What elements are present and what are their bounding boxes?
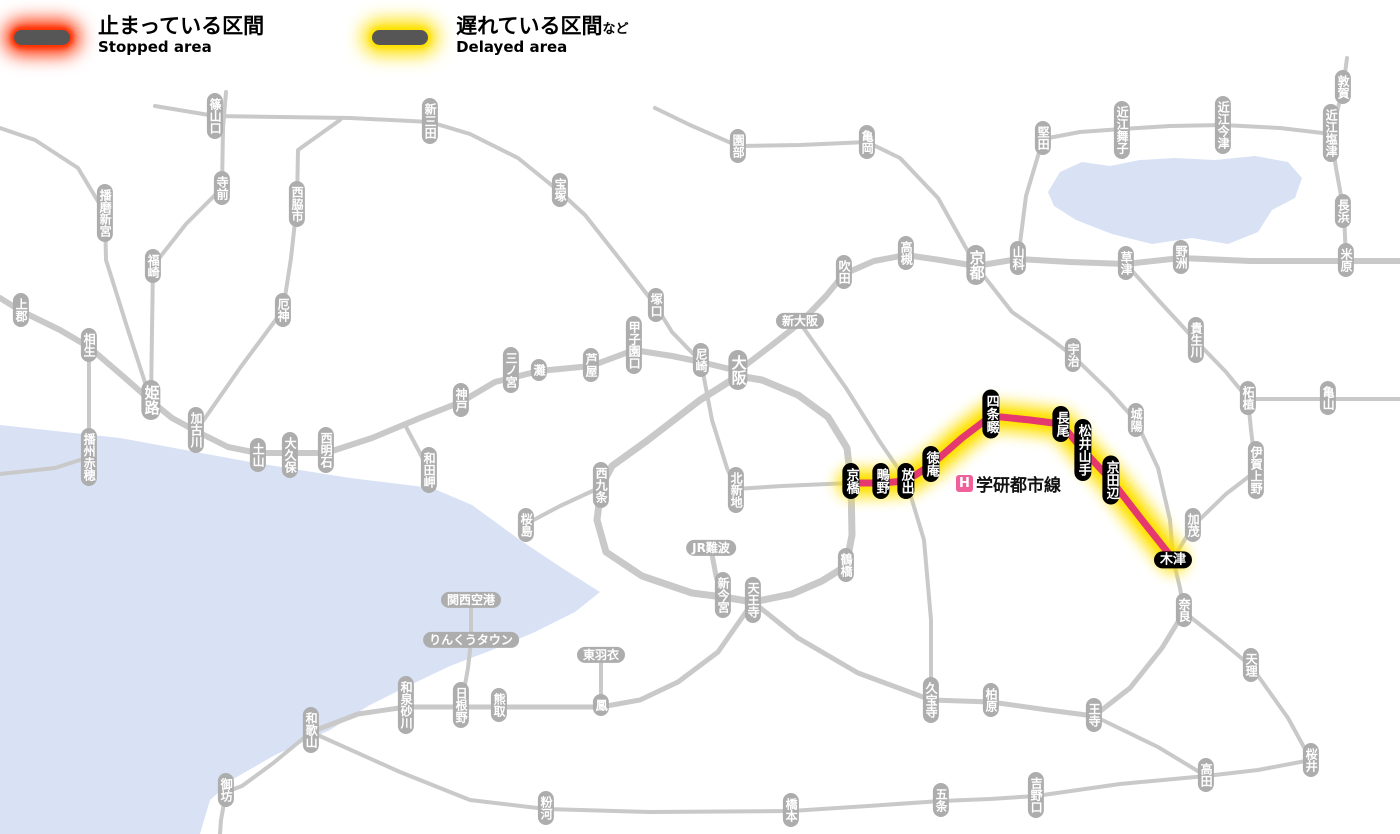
rail-line-kishin [0,126,153,403]
legend-stopped-sublabel: Stopped area [98,38,212,57]
rail-line-sagano [653,106,978,268]
water-lake-biwa [1048,156,1302,244]
rail-line-wakayama [309,714,1208,814]
rail-line-osaka-higashi [798,321,933,702]
legend: 止まっている区間 Stopped area 遅れている区間など Delayed … [14,14,629,56]
stopped-area-swatch [14,30,70,45]
rail-line-hanwa [308,599,756,735]
line-symbol-badge: H [956,475,973,492]
rail-line-tokaido [735,252,1400,374]
rail-line-sakurai [1182,610,1313,778]
rail-line-yamatoji [708,546,1187,719]
legend-delayed-suffix: など [602,22,629,37]
rail-line-kusatsu [1124,262,1250,401]
rail-line-kakogawa [194,118,342,433]
rail-line-kansai-east [1171,397,1400,614]
legend-stopped-label: 止まっている区間 [98,14,265,38]
rail-line-hokuriku [1329,56,1349,263]
water-areas [0,156,1302,834]
delayed-area-swatch [372,30,429,45]
rail-line-yumesaki [524,485,603,526]
rail-line-wadamisaki [403,423,431,472]
rail-line-bantan [149,90,228,403]
line-status-label[interactable]: H 学研都市線 [956,471,1061,496]
rail-line-fukuchiyama [153,104,703,364]
legend-delayed-label: 遅れている区間 [456,14,603,38]
rail-line-sanyo-main [0,295,741,456]
rail-line-osaka-loop [593,372,856,606]
legend-stopped-area: 止まっている区間 Stopped area [14,14,264,56]
legend-delayed-sublabel: Delayed area [456,38,568,57]
line-name-text: 学研都市線 [976,476,1061,496]
legend-delayed-area: 遅れている区間など Delayed area [372,14,629,57]
water-osaka-bay [0,425,600,834]
rail-line-nara [974,264,1175,561]
